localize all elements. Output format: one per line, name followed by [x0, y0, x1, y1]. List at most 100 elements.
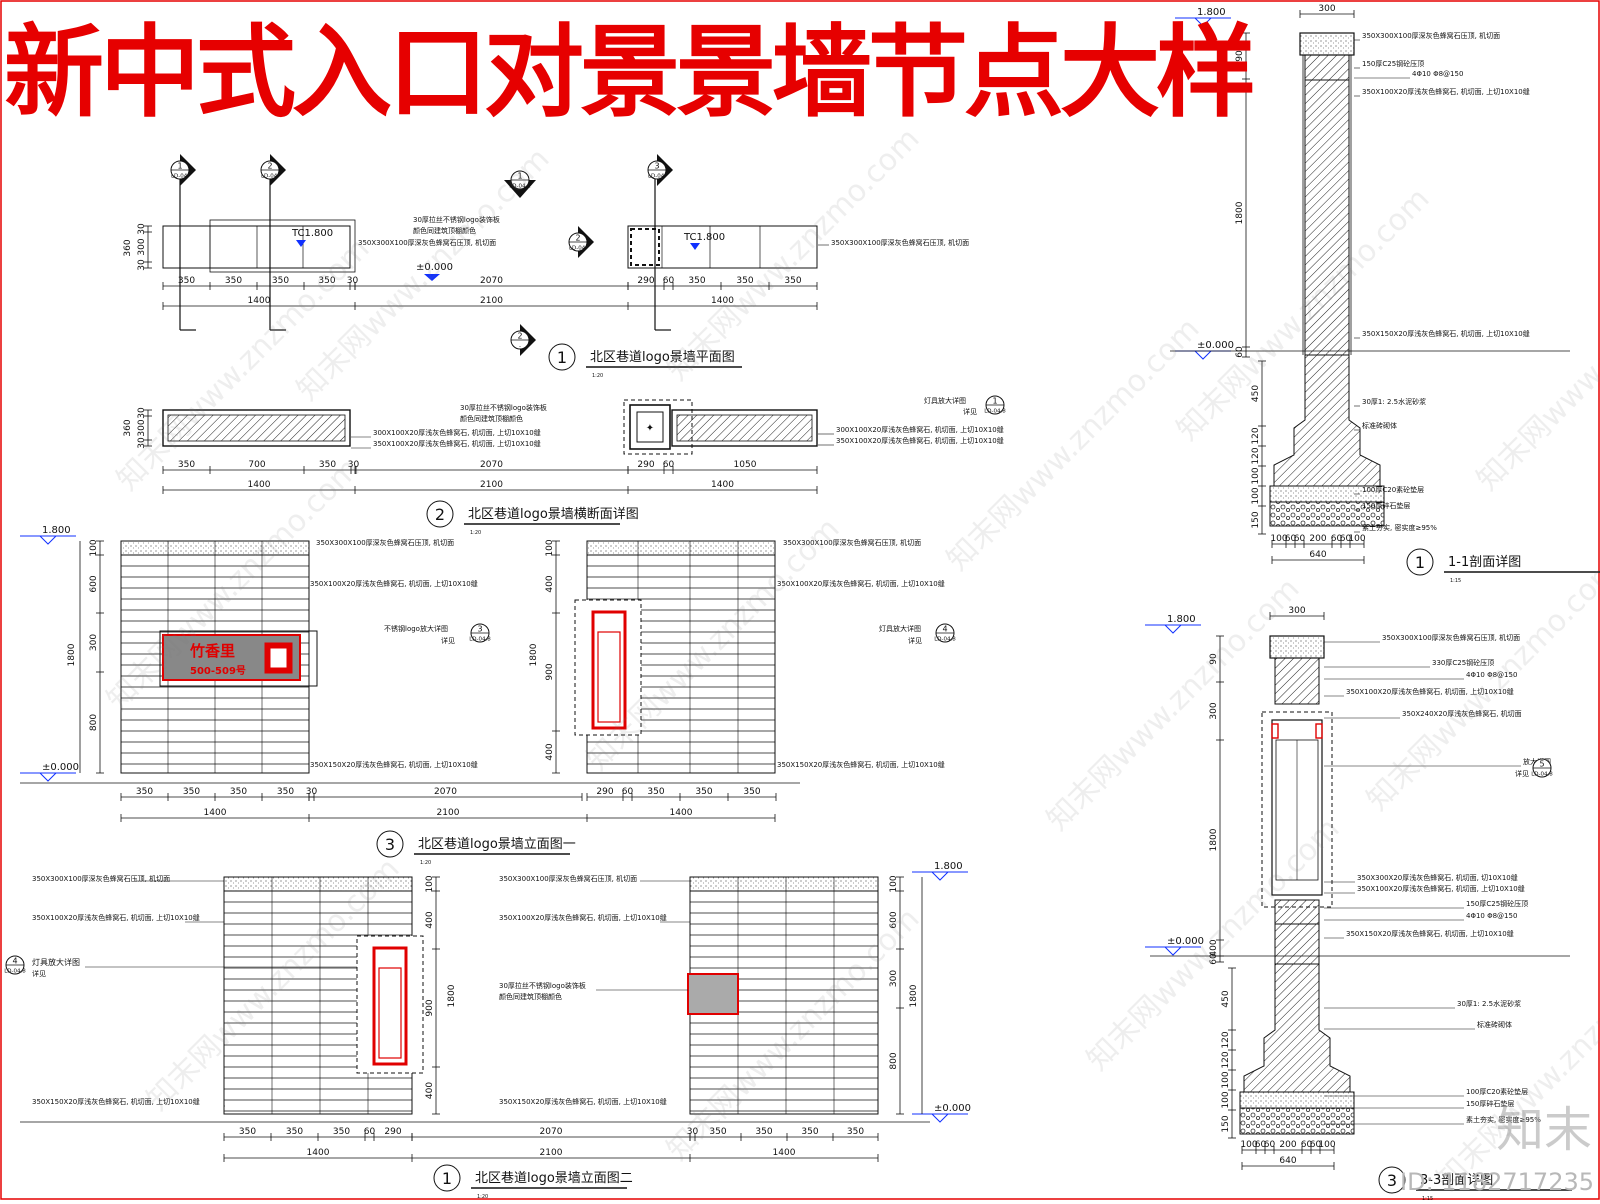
plan-logo-plate: [209, 219, 356, 273]
sec33-note: 350X300X20厚浅灰色蜂窝石, 机切面, 切10X10缝: [1357, 873, 1518, 882]
elev2-note-m-note: 350X300X100厚深灰色蜂窝石压顶, 机切面: [499, 874, 637, 883]
sec33-note: 350X150X20厚浅灰色蜂窝石, 机切面, 上切10X10缝: [1346, 929, 1514, 938]
elev1-hdim-c-label: 350: [743, 787, 760, 797]
plan-vdim-label: 30: [137, 259, 147, 271]
elev2-note-note: 350X300X100厚深灰色蜂窝石压顶, 机切面: [32, 874, 170, 883]
elev1-hdim-total-label: 1400: [670, 808, 693, 818]
plan-marker-ref: LD-04.: [648, 174, 666, 180]
elev1-title-scale: 1:20: [420, 860, 431, 866]
sec33-note: 100厚C20素砼垫层: [1466, 1087, 1528, 1096]
plan-marker-num: 3: [654, 162, 659, 171]
section-wall-right-hatch: [676, 414, 813, 442]
sec33-title-circle: [1378, 1166, 1406, 1194]
elev1-hdim-b-label: 2070: [434, 787, 457, 797]
sec33-title-num: 3: [1387, 1171, 1397, 1190]
plan-marker-ref: LD-04.: [569, 246, 587, 252]
elev1-note-r-note: 350X150X20厚浅灰色蜂窝石, 机切面, 上切10X10缝: [777, 760, 945, 769]
section-hdim-total-label: 2100: [480, 480, 503, 490]
section-notes-note: 30厚拉丝不锈钢logo装饰板: [460, 403, 547, 412]
sec11-vdim-b-label: 150: [1251, 511, 1261, 528]
elev2-vdim-label: 900: [425, 999, 435, 1016]
elev1-vdim-label: 800: [89, 714, 99, 731]
sec33-lamp-mark: [1271, 723, 1279, 739]
section-hdim-c-label: 1050: [734, 460, 757, 470]
sec33-vdim-b-label: 120: [1221, 1051, 1231, 1068]
elev2-hdim-c-label: 350: [847, 1127, 864, 1137]
elev1-vdim-label: 100: [89, 539, 99, 556]
sec11-vdim-label: 90: [1235, 50, 1245, 62]
elev2-note-note: 350X100X20厚浅灰色蜂窝石, 机切面, 上切10X10缝: [32, 913, 200, 922]
section-hdim-total-label: 1400: [248, 480, 271, 490]
plan-hdim-a-label: 350: [272, 276, 289, 286]
elev1-marker-left-ref: LD-04.8: [469, 637, 491, 643]
sec11-vdim-b-label: 120: [1251, 427, 1261, 444]
sec11-title-circle: [1406, 548, 1434, 576]
sec11-gravel-bed: [1269, 501, 1385, 527]
elev1-hdim-c-label: 290: [596, 787, 613, 797]
sec33-note: 350X100X20厚浅灰色蜂窝石, 机切面, 上切10X10缝: [1357, 884, 1525, 893]
elev2-vdim-label: 400: [425, 1082, 435, 1099]
elev1-level-zero-tri: [39, 772, 57, 782]
section-lamp: [636, 411, 664, 443]
sec33-lower-cap: [1274, 899, 1320, 925]
drawing-title: 新中式入口对景景墙节点大样: [4, 14, 1256, 131]
elev1-logo-box: [159, 630, 318, 687]
elev1-level-top-value: 1.800: [42, 525, 71, 536]
sec33-concrete-cap: [1274, 657, 1320, 705]
sec33-vdim-b-label: 120: [1221, 1031, 1231, 1048]
sec33-top-dim-label: 300: [1288, 606, 1305, 616]
sec33-gravel-bed: [1239, 1107, 1355, 1135]
sec11-level-zero-value: ±0.000: [1197, 340, 1234, 351]
elev2-title-circle: [433, 1164, 461, 1192]
sec33-detail-box: [1261, 711, 1333, 908]
sec11-title-num: 1: [1415, 553, 1425, 572]
sec11-vdim-b-label: 100: [1251, 467, 1261, 484]
sec33-bottom-dim-label: 60: [1301, 1140, 1313, 1150]
plan-title-scale: 1:20: [592, 373, 603, 379]
sec33-vdim-b-label: 450: [1221, 990, 1231, 1007]
elev2-note: 灯具放大详图: [32, 957, 80, 967]
sec11-vdim-b-label: 450: [1251, 385, 1261, 402]
elev1-vdim-total: 1800: [67, 643, 77, 666]
sec33-bottom-dim-label: 200: [1279, 1140, 1296, 1150]
elev1-lamp-inner: [597, 631, 621, 723]
sec33-bottom-dim-label: 100: [1318, 1140, 1335, 1150]
sec33-note: 30厚1: 2.5水泥砂浆: [1457, 999, 1521, 1008]
elev1-note-note: 350X100X20厚浅灰色蜂窝石, 机切面, 上切10X10缝: [310, 579, 478, 588]
sec33-vdim-label: 60: [1209, 953, 1219, 965]
sec33-level-zero-tri: [1164, 946, 1182, 956]
elev1-level-top-tri: [39, 535, 57, 545]
elev2-note-m: 颜色同建筑顶棚颜色: [499, 992, 562, 1001]
plan-hdim-a-label: 350: [318, 276, 335, 286]
elev2-hdim-total-label: 1400: [773, 1148, 796, 1158]
elev1-hdim-c-label: 350: [647, 787, 664, 797]
elev2-title-num: 1: [442, 1169, 452, 1188]
section-vdim-label: 300: [137, 419, 147, 436]
elev1-coping-right: [586, 540, 776, 556]
plan-marker-ref: LD-04.: [261, 174, 279, 180]
plan-marker-num: 1: [177, 162, 182, 171]
elev1-hdim-c-label: 60: [622, 787, 634, 797]
section-notes-b-note: 350X100X20厚浅灰色蜂窝石, 机切面, 上切10X10缝: [373, 439, 541, 448]
sec33-title-title: 3-3剖面详图: [1420, 1173, 1493, 1188]
elev1-title-title: 北区巷道logo景墙立面图一: [418, 837, 576, 852]
sec33-title-scale: 1:15: [1422, 1196, 1433, 1200]
elev1-hdim-c-label: 350: [695, 787, 712, 797]
sec11-bottom-dim-label: 60: [1294, 534, 1306, 544]
plan-hdim-c-label: 290: [637, 276, 654, 286]
sec33-note: 4Φ10 Φ8@150: [1466, 912, 1517, 920]
elev1-vdim-r-label: 100: [545, 539, 555, 556]
plan-hdim-total-label: 2100: [480, 296, 503, 306]
elev2-level-zero-value: ±0.000: [934, 1103, 971, 1114]
sec33-coping: [1269, 635, 1325, 659]
elev1-vdim-label: 600: [89, 575, 99, 592]
elev1-vdim-r-label: 400: [545, 743, 555, 760]
sec33-vdim-label: 1800: [1209, 828, 1219, 851]
section-detail-box: [623, 399, 693, 455]
sec11-note: 350X150X20厚浅灰色蜂窝石, 机切面, 上切10X10缝: [1362, 329, 1530, 338]
sec33-bottom-dim-label: 100: [1240, 1140, 1257, 1150]
elev1-note-r-note: 350X100X20厚浅灰色蜂窝石, 机切面, 上切10X10缝: [777, 579, 945, 588]
plan-level-mark: [690, 243, 700, 250]
